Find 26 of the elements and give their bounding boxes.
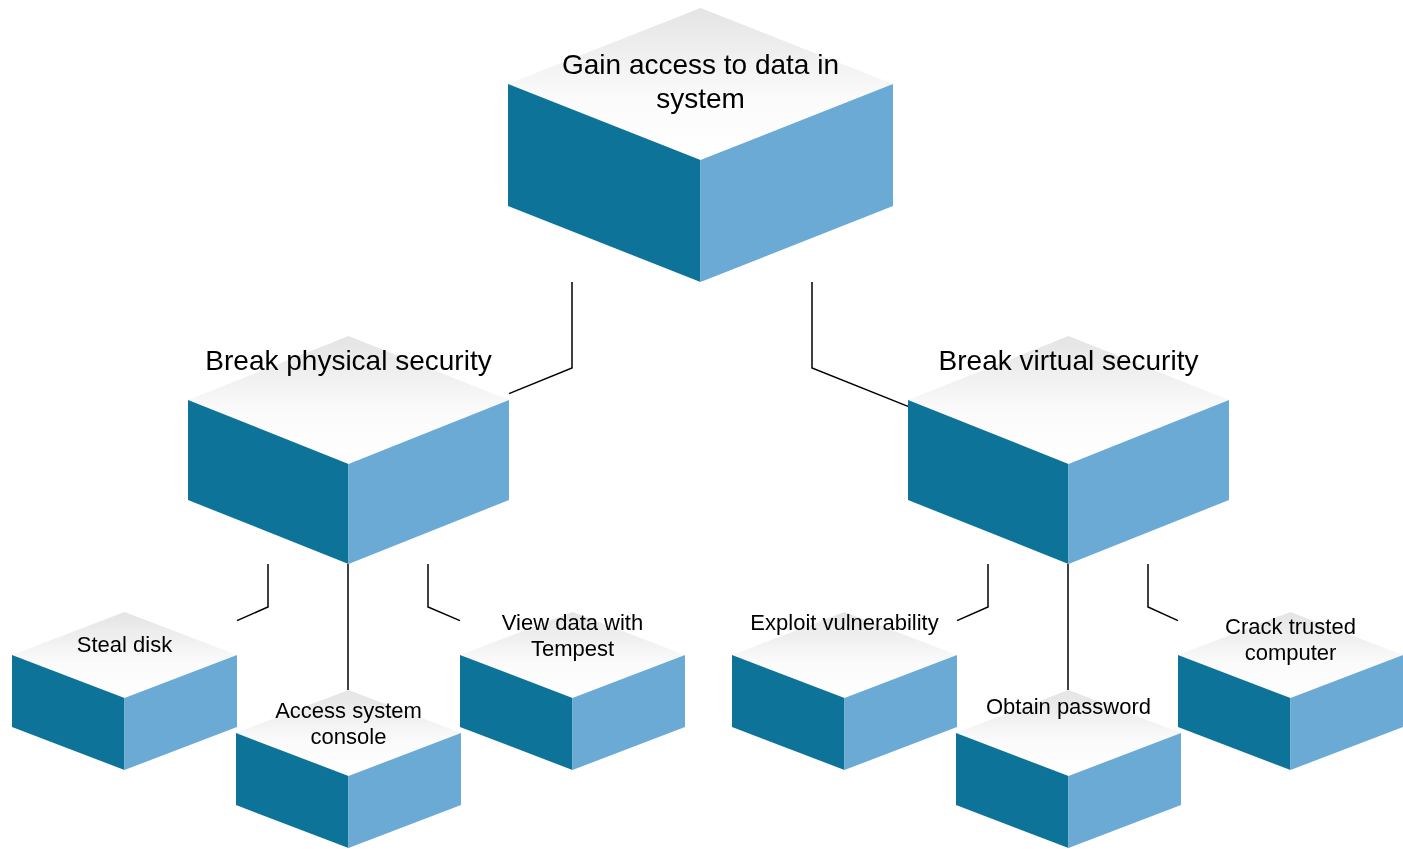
node-label: Steal disk bbox=[75, 632, 174, 659]
connector-line bbox=[427, 563, 461, 622]
connector-line bbox=[1067, 563, 1069, 691]
node-label: Break physical security bbox=[204, 344, 493, 378]
node-label: Obtain password bbox=[984, 694, 1153, 721]
node-label: Gain access to data in system bbox=[560, 48, 840, 116]
connector-line bbox=[508, 281, 573, 395]
connector-line bbox=[1147, 563, 1179, 622]
cube-box bbox=[908, 336, 1229, 564]
cube-box bbox=[236, 690, 461, 848]
node-label: Access system console bbox=[274, 698, 423, 751]
node-label: Exploit vulnerability bbox=[749, 610, 940, 637]
cube-box bbox=[508, 8, 893, 282]
cube-box bbox=[12, 612, 237, 770]
node-label: Break virtual security bbox=[937, 344, 1200, 378]
cube-box bbox=[188, 336, 509, 564]
cube-box bbox=[460, 612, 685, 770]
connector-line bbox=[347, 563, 349, 691]
cube-box bbox=[732, 612, 957, 770]
node-label: View data with Tempest bbox=[500, 610, 645, 663]
connector-line bbox=[956, 563, 989, 622]
cube-box bbox=[956, 690, 1181, 848]
cube-box bbox=[1178, 612, 1403, 770]
node-label: Crack trusted computer bbox=[1224, 614, 1357, 667]
connector-line bbox=[236, 563, 269, 622]
connector-line bbox=[811, 281, 909, 408]
